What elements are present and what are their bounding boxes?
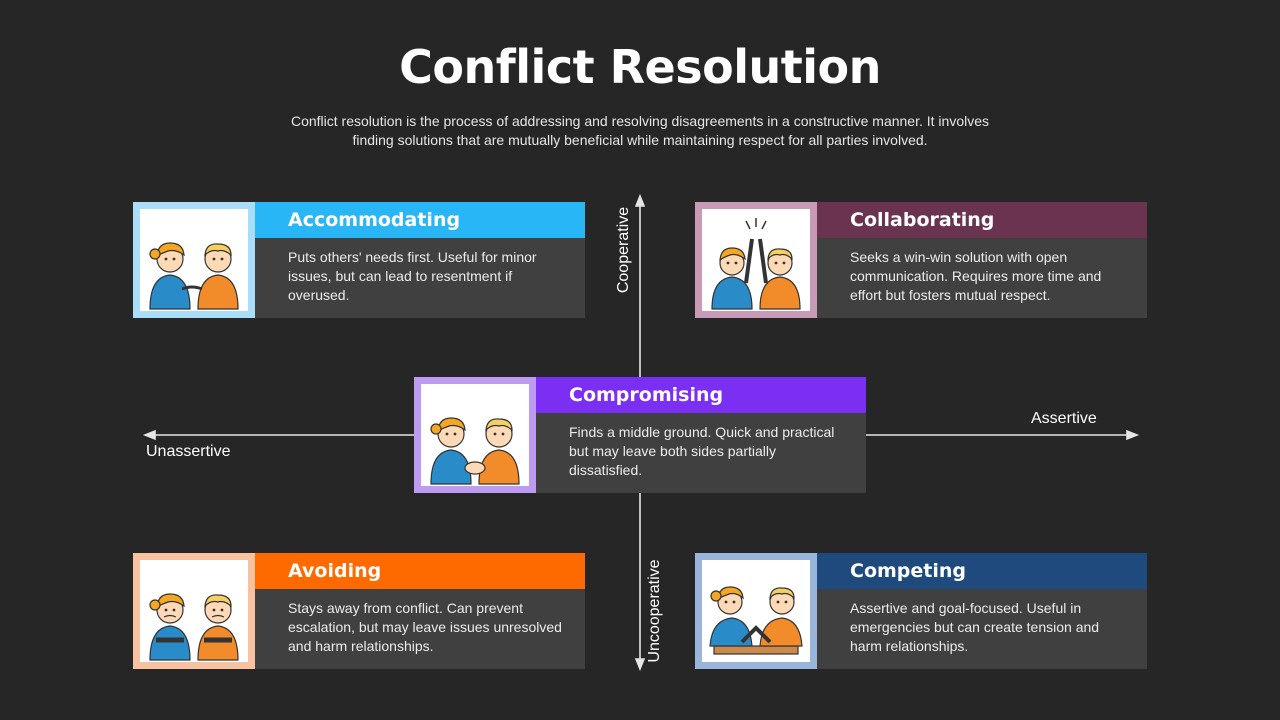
card-description: Seeks a win-win solution with open commu… [817, 238, 1147, 318]
axis-label-cooperative: Cooperative [615, 206, 632, 294]
card-collaborating: Collaborating Seeks a win-win solution w… [695, 202, 1147, 318]
axis-label-assertive: Assertive [1031, 410, 1097, 427]
axis-arrow-right [1126, 429, 1140, 441]
axis-label-unassertive: Unassertive [146, 443, 231, 460]
card-description: Finds a middle ground. Quick and practic… [536, 413, 866, 493]
card-competing: Competing Assertive and goal-focused. Us… [695, 553, 1147, 669]
axis-arrow-left [142, 429, 156, 441]
page-title: Conflict Resolution [399, 40, 881, 94]
axis-arrow-down [634, 658, 646, 672]
handshake-icon [430, 417, 520, 485]
card-accommodating: Accommodating Puts others' needs first. … [133, 202, 585, 318]
axis-label-uncooperative: Uncooperative [646, 559, 663, 663]
axis-arrow-up [634, 193, 646, 207]
card-description: Puts others' needs first. Useful for min… [255, 238, 585, 318]
high-five-icon [711, 218, 801, 310]
page-subtitle: Conflict resolution is the process of ad… [290, 113, 990, 148]
icon-frame [695, 553, 817, 669]
card-title: Avoiding [255, 553, 585, 589]
card-title: Accommodating [255, 202, 585, 238]
arms-crossed-icon [149, 593, 239, 661]
arm-wrestling-icon [709, 586, 803, 655]
card-title: Collaborating [817, 202, 1147, 238]
card-compromising: Compromising Finds a middle ground. Quic… [414, 377, 866, 493]
card-description: Stays away from conflict. Can prevent es… [255, 589, 585, 669]
icon-frame [414, 377, 536, 493]
giving-gesture-icon [149, 242, 239, 310]
card-avoiding: Avoiding Stays away from conflict. Can p… [133, 553, 585, 669]
card-description: Assertive and goal-focused. Useful in em… [817, 589, 1147, 669]
icon-frame [133, 553, 255, 669]
card-title: Compromising [536, 377, 866, 413]
icon-frame [133, 202, 255, 318]
icon-frame [695, 202, 817, 318]
card-title: Competing [817, 553, 1147, 589]
